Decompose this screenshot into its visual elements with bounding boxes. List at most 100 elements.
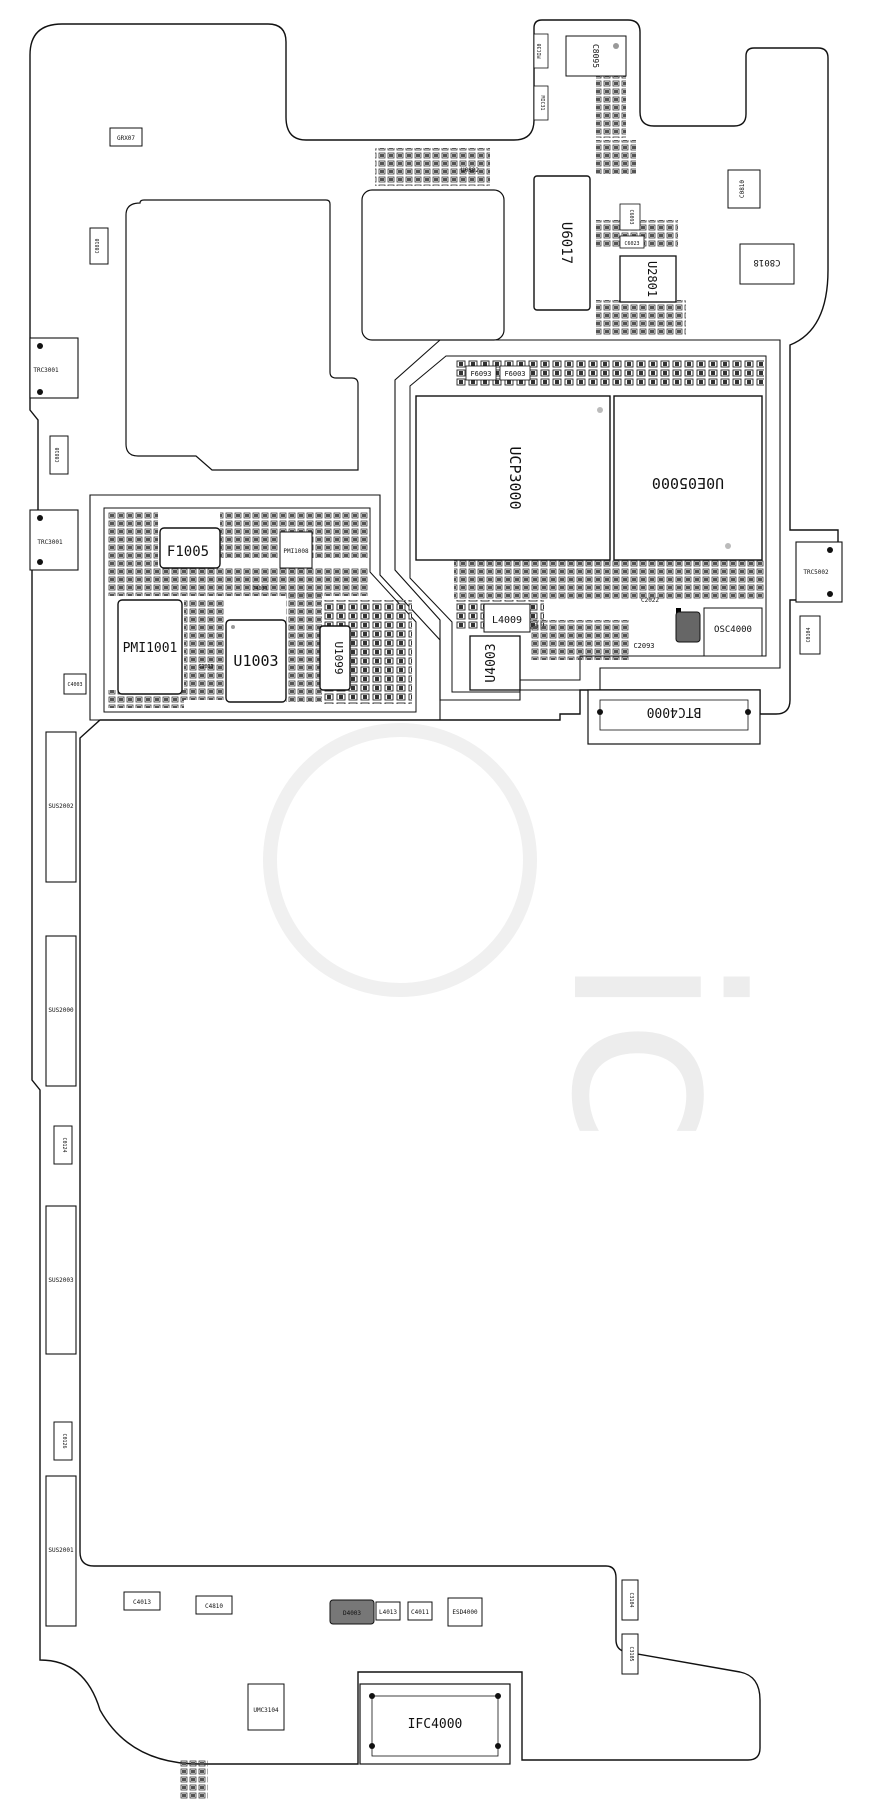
svg-text:C0124: C0124: [61, 1137, 67, 1152]
svg-text:OSC4000: OSC4000: [714, 625, 752, 635]
connector-btc4000: BTC4000: [587, 689, 761, 745]
watermark: ic: [263, 723, 787, 1145]
label-c6093: C6093: [619, 203, 641, 231]
label-c4011: C4011: [407, 1601, 433, 1621]
svg-text:U6017: U6017: [558, 222, 574, 264]
svg-text:GRX07: GRX07: [117, 135, 135, 142]
svg-text:L4013: L4013: [379, 1609, 397, 1616]
svg-text:ic: ic: [520, 955, 787, 1145]
ic-c8095: C8095: [565, 35, 627, 77]
label-mic30: MIC30: [533, 33, 549, 69]
svg-text:C3104: C3104: [628, 1592, 634, 1607]
ic-ucp3000: UCP3000: [415, 395, 611, 561]
svg-text:MIC30: MIC30: [537, 43, 543, 58]
ic-c8018: C8018: [739, 243, 795, 285]
svg-text:UMC3104: UMC3104: [253, 1707, 279, 1714]
ic-u2801: U2801: [619, 255, 677, 303]
label-c0124: C0124: [53, 1125, 73, 1165]
label-c3104: C3104: [621, 1579, 639, 1621]
svg-text:C8018: C8018: [753, 257, 780, 267]
svg-text:SUS2003: SUS2003: [48, 1277, 74, 1284]
svg-text:U0802: U0802: [461, 167, 479, 174]
svg-text:U4003: U4003: [484, 643, 499, 682]
svg-text:MIC31: MIC31: [539, 95, 545, 110]
label-c6023: C6023: [619, 235, 645, 249]
label-c0810-a: C0810: [89, 227, 109, 265]
svg-text:C0104: C0104: [806, 627, 812, 642]
label-l4013: L4013: [375, 1601, 401, 1621]
svg-text:C8095: C8095: [591, 44, 600, 68]
connector-sus2002: SUS2002: [45, 731, 77, 883]
svg-text:PMI1008: PMI1008: [283, 548, 309, 555]
label-c1023: C1023: [198, 664, 213, 670]
svg-text:C6023: C6023: [624, 241, 639, 247]
label-c0126: C0126: [53, 1421, 73, 1461]
connector-sus2001: SUS2001: [45, 1475, 77, 1627]
svg-text:IFC4000: IFC4000: [408, 1717, 463, 1732]
svg-text:SUS2001: SUS2001: [48, 1547, 74, 1554]
svg-text:C1023: C1023: [198, 664, 213, 670]
label-c2022: C2022: [641, 597, 659, 604]
rf-area: [125, 199, 359, 471]
connector-sus2003: SUS2003: [45, 1205, 77, 1355]
svg-text:BTC4000: BTC4000: [647, 704, 702, 719]
label-c3105: C3105: [621, 1633, 639, 1675]
svg-text:U1003: U1003: [233, 652, 278, 670]
label-c0104: C0104: [799, 615, 821, 655]
svg-text:U2801: U2801: [645, 261, 659, 297]
svg-text:F6003: F6003: [504, 370, 525, 378]
label-c4013: C4013: [123, 1591, 161, 1611]
shield-can-small: [361, 189, 505, 341]
soc-frame: [394, 339, 781, 701]
svg-text:C0810: C0810: [55, 447, 61, 462]
svg-text:C4810: C4810: [205, 1603, 223, 1610]
svg-text:F6093: F6093: [470, 370, 491, 378]
smd-clusters: [108, 48, 764, 1800]
svg-text:U1099: U1099: [332, 641, 345, 674]
label-c4003: C4003: [63, 673, 87, 695]
connector-trc5002: TRC5002: [795, 541, 843, 603]
label-f6003: F6003: [499, 365, 531, 381]
label-esd4000: ESD4000: [447, 1597, 483, 1627]
svg-text:TRC3001: TRC3001: [33, 367, 59, 374]
svg-text:C0810: C0810: [739, 180, 746, 198]
svg-text:ESD4000: ESD4000: [452, 1609, 478, 1616]
svg-text:SUS2000: SUS2000: [48, 1007, 74, 1014]
ic-u1003: U1003: [225, 619, 287, 703]
svg-text:C4001: C4001: [252, 586, 267, 592]
connector-sus2000: SUS2000: [45, 935, 77, 1087]
svg-text:UCP3000: UCP3000: [506, 446, 524, 509]
ic-pmi1001: PMI1001: [117, 599, 183, 695]
svg-text:C4013: C4013: [133, 1599, 151, 1606]
svg-text:C4011: C4011: [411, 1609, 429, 1616]
svg-text:F1005: F1005: [167, 544, 209, 560]
ic-u0e05000: U0E05000: [613, 395, 763, 561]
ic-u4003: U4003: [469, 635, 521, 691]
ic-pmi1008: PMI1008: [279, 531, 313, 569]
ic-l4009: L4009: [483, 603, 531, 633]
label-umc3104: UMC3104: [247, 1683, 285, 1731]
svg-text:C2022: C2022: [641, 597, 659, 604]
label-c4001: C4001: [252, 586, 267, 592]
ic-c0810c: C0810: [727, 169, 761, 209]
label-c2093: C2093: [633, 642, 654, 650]
board-outline: [29, 19, 839, 1765]
label-u0802: U0802: [461, 167, 479, 174]
svg-text:L4009: L4009: [492, 615, 522, 626]
label-c0810-b: C0810: [49, 435, 69, 475]
label-c4810: C4810: [195, 1595, 233, 1615]
ic-osc4000: OSC4000: [675, 607, 763, 657]
svg-text:SUS2002: SUS2002: [48, 803, 74, 810]
svg-text:D4003: D4003: [343, 1610, 361, 1617]
svg-text:U0E05000: U0E05000: [652, 474, 724, 492]
pmic-inner: [103, 507, 417, 713]
ic-d4003: D4003: [329, 1599, 375, 1625]
ic-u1099: U1099: [319, 625, 351, 691]
connector-trc3001: TRC3001: [29, 509, 79, 571]
svg-text:C6093: C6093: [628, 209, 634, 224]
connector-ifc4000: IFC4000: [359, 1683, 511, 1765]
label-f6093: F6093: [465, 365, 497, 381]
svg-text:TRC3001: TRC3001: [37, 539, 63, 546]
svg-text:C4003: C4003: [67, 682, 82, 688]
label-grx07: GRX07: [109, 127, 143, 147]
